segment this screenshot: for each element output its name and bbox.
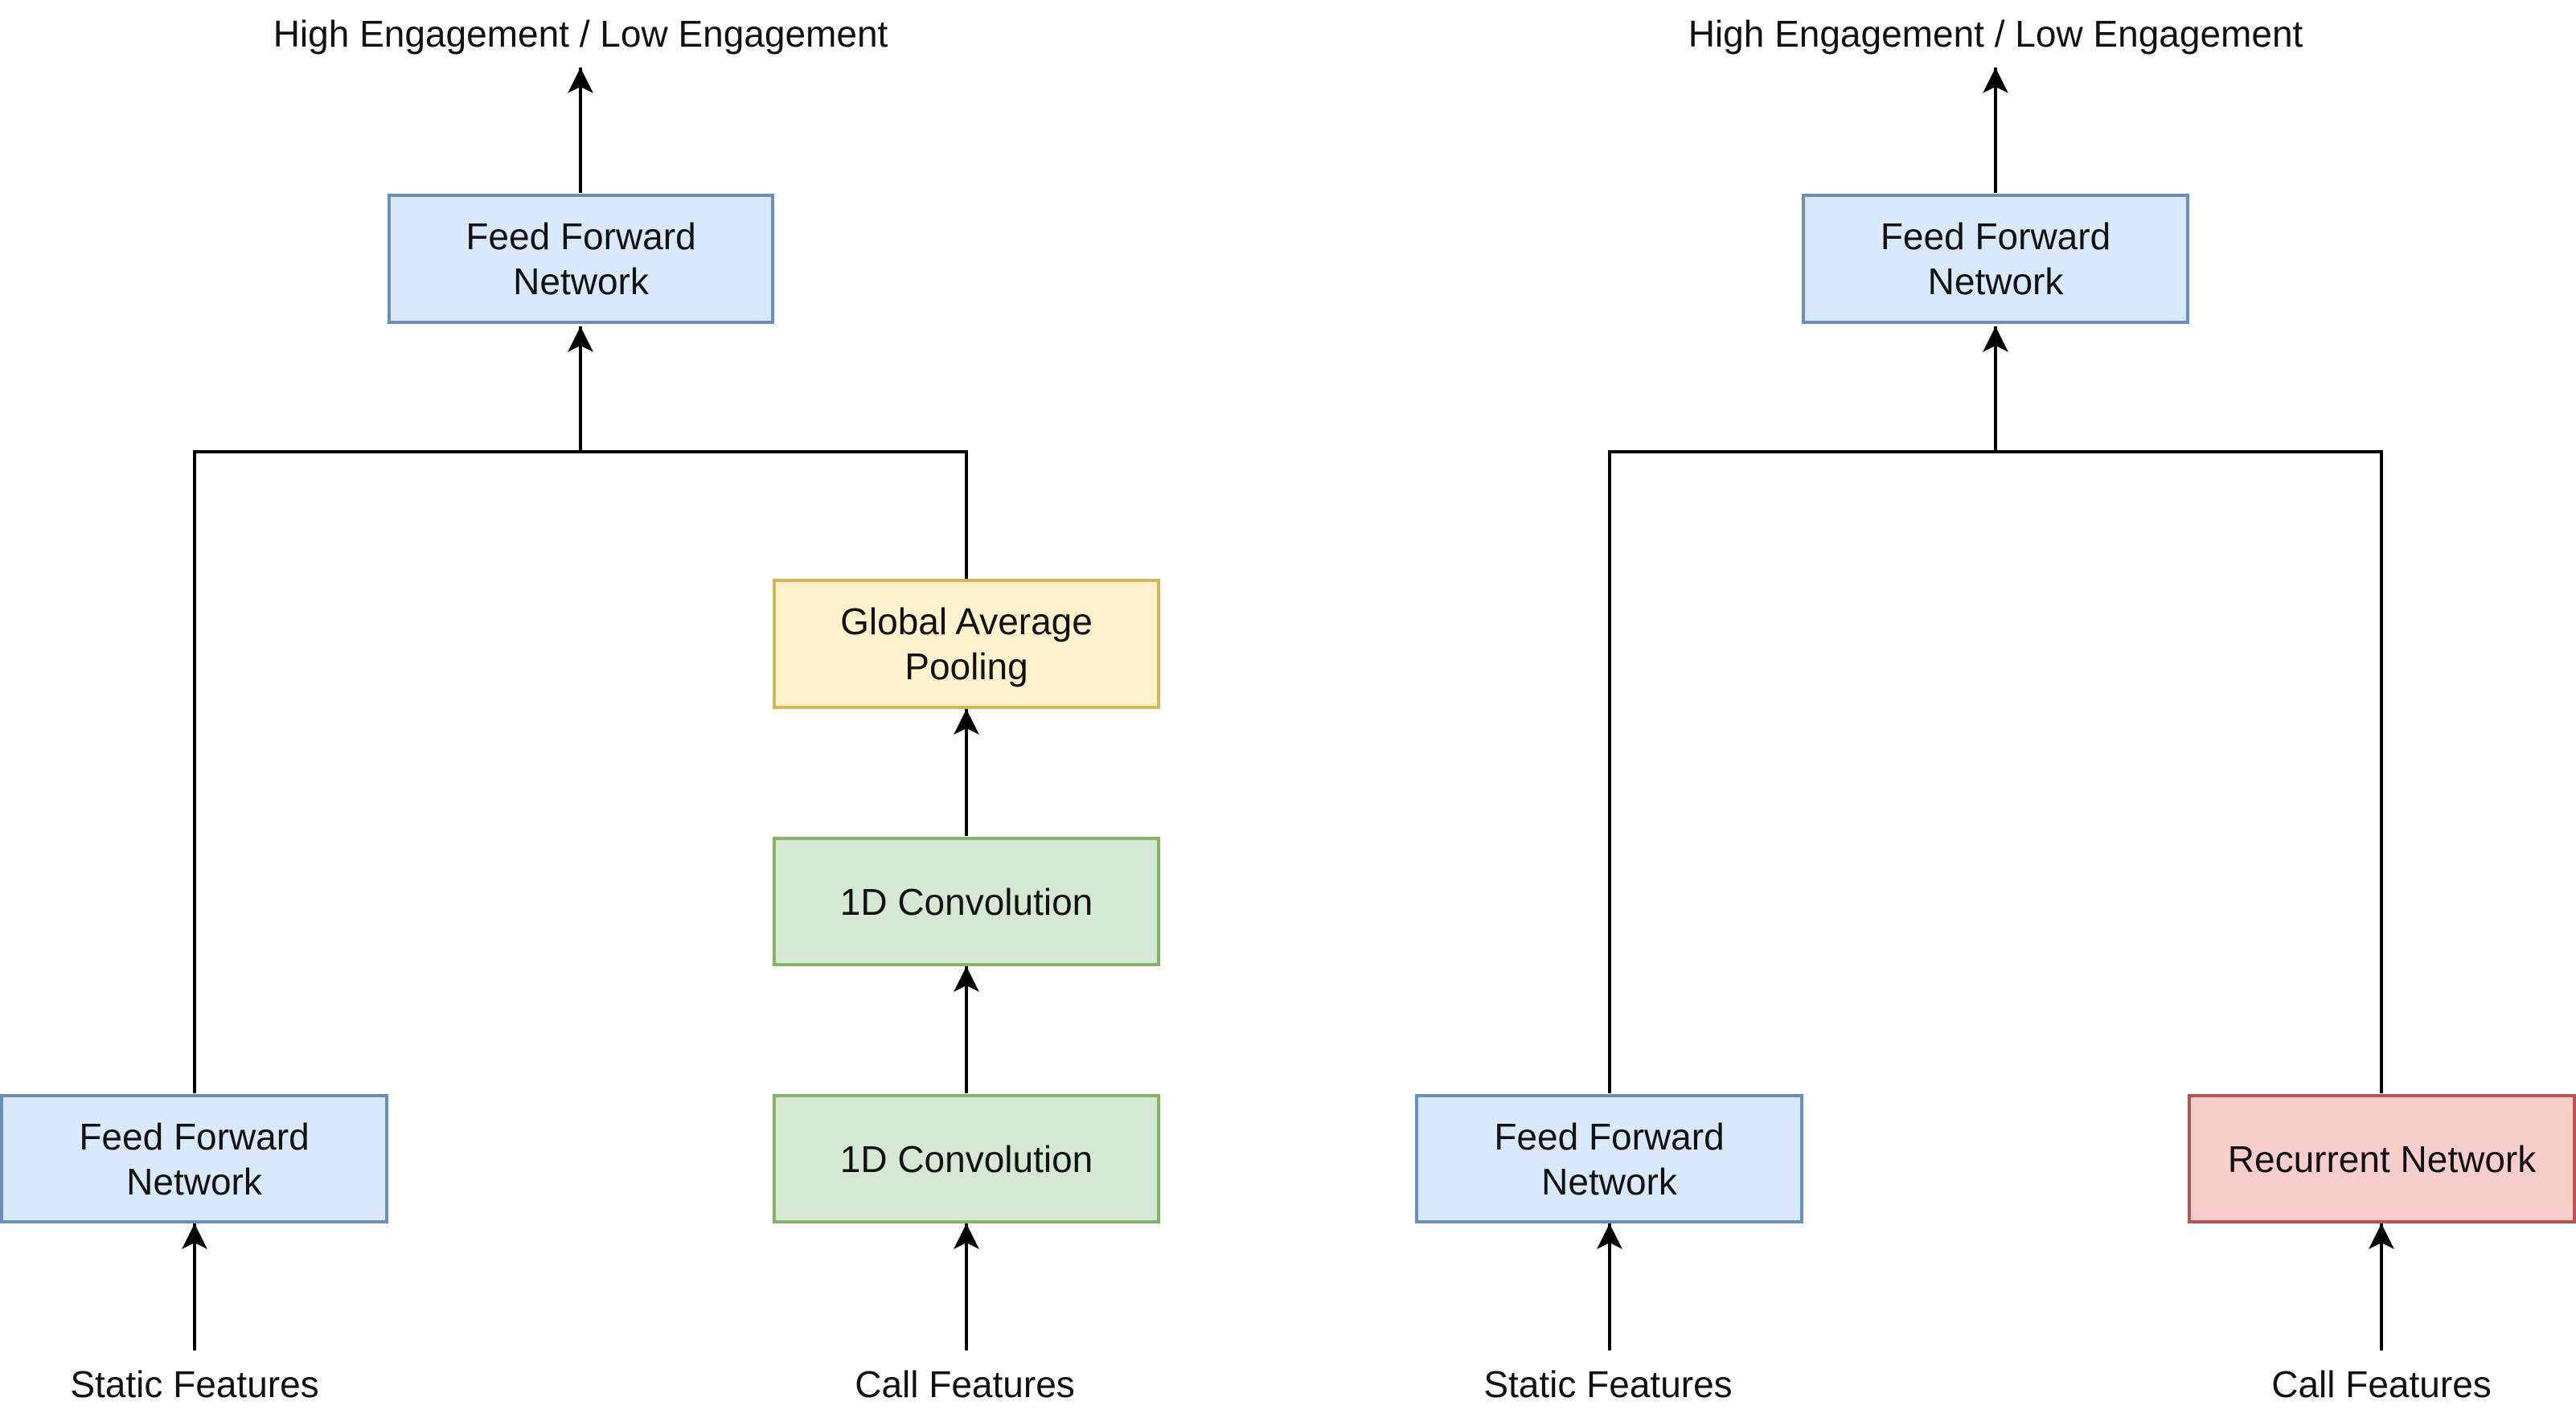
box-label-line: Network — [1541, 1160, 1677, 1203]
arrowhead-icon — [954, 966, 979, 992]
static-features-label-left: Static Features — [70, 1363, 319, 1405]
static-ffn-box-right: Feed Forward Network — [1415, 1094, 1803, 1223]
conv1d-upper-box: 1D Convolution — [773, 837, 1160, 966]
call-features-label-left: Call Features — [855, 1363, 1075, 1405]
static-features-label-right: Static Features — [1483, 1363, 1733, 1405]
recurrent-network-box: Recurrent Network — [2188, 1094, 2576, 1223]
arrowhead-icon — [954, 1223, 979, 1249]
box-label-line: Pooling — [904, 645, 1028, 687]
box-label-line: Feed Forward — [466, 215, 696, 257]
output-label-left: High Engagement / Low Engagement — [273, 13, 888, 55]
conv1d-lower-box: 1D Convolution — [773, 1094, 1160, 1223]
global-average-pooling-box: Global Average Pooling — [773, 579, 1160, 709]
box-label-line: Network — [513, 260, 649, 302]
arrowhead-icon — [568, 68, 593, 93]
box-label-line: Feed Forward — [79, 1115, 310, 1158]
arrowhead-icon — [1983, 68, 2008, 93]
arrowhead-icon — [2369, 1223, 2394, 1249]
top-ffn-box-left: Feed Forward Network — [388, 194, 774, 324]
box-label-line: Network — [1927, 260, 2064, 302]
box-label-line: Feed Forward — [1494, 1115, 1725, 1158]
output-label-right: High Engagement / Low Engagement — [1688, 13, 2303, 55]
top-ffn-box-right: Feed Forward Network — [1802, 194, 2189, 324]
call-features-label-right: Call Features — [2271, 1363, 2492, 1405]
box-label-line: Network — [126, 1160, 262, 1203]
arrowhead-icon — [568, 326, 593, 352]
arrowhead-icon — [1983, 326, 2008, 352]
arrowhead-icon — [182, 1223, 207, 1249]
static-ffn-box-left: Feed Forward Network — [0, 1094, 388, 1223]
arrowhead-icon — [1597, 1223, 1622, 1249]
box-label: 1D Convolution — [839, 1137, 1093, 1180]
merge-connector-right — [1608, 450, 2383, 1093]
arrowhead-icon — [954, 709, 979, 735]
box-label-line: Global Average — [840, 600, 1093, 642]
box-label: 1D Convolution — [839, 880, 1093, 923]
merge-connector — [193, 450, 968, 1093]
box-label-line: Feed Forward — [1880, 215, 2111, 257]
box-label: Recurrent Network — [2227, 1137, 2537, 1180]
